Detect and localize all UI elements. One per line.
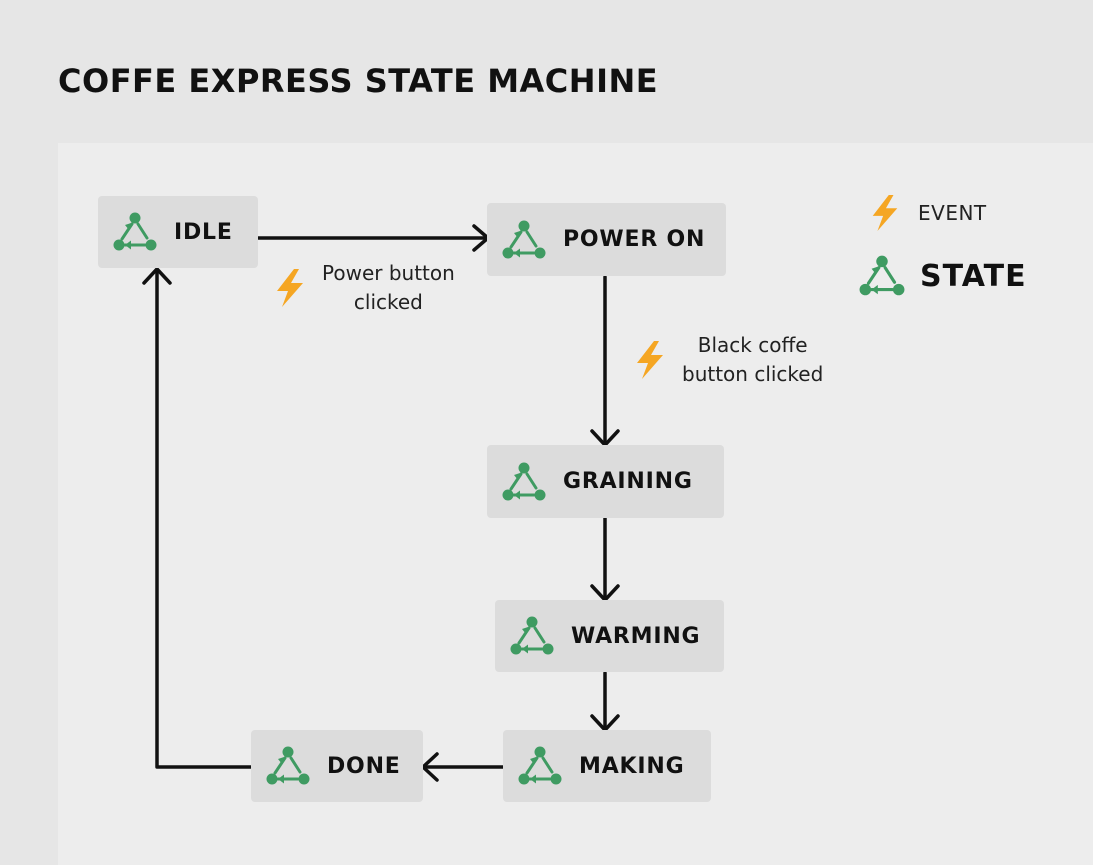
state-label: POWER ON — [563, 227, 706, 252]
arrow-warming-to-making — [590, 671, 620, 732]
state-label: IDLE — [174, 219, 233, 245]
arrow-done-to-idle — [142, 267, 253, 769]
arrow-idle-to-power-on — [256, 224, 490, 252]
legend-state: STATE — [858, 254, 1027, 298]
event-label: Power button clicked — [322, 261, 455, 314]
legend-event-label: EVENT — [918, 201, 987, 225]
state-label: MAKING — [579, 753, 685, 779]
event-black-coffe-button-clicked: Black coffe button clicked — [632, 331, 823, 389]
arrow-graining-to-warming — [590, 516, 620, 602]
state-power-on[interactable]: POWER ON — [487, 203, 726, 276]
state-done[interactable]: DONE — [251, 730, 423, 802]
state-making[interactable]: MAKING — [503, 730, 711, 802]
event-label: Black coffe button clicked — [682, 333, 824, 386]
state-icon — [509, 615, 555, 657]
page-title: COFFE EXPRESS STATE MACHINE — [58, 62, 659, 100]
state-idle[interactable]: IDLE — [98, 196, 258, 268]
state-icon — [265, 745, 311, 787]
legend-event: EVENT — [868, 194, 987, 232]
state-label: WARMING — [571, 623, 701, 649]
state-icon — [501, 461, 547, 503]
arrow-power-on-to-graining — [590, 275, 620, 447]
lightning-bolt-icon — [632, 340, 668, 380]
state-icon — [112, 211, 158, 253]
state-label: GRAINING — [563, 469, 693, 494]
arrow-making-to-done — [421, 752, 505, 782]
state-warming[interactable]: WARMING — [495, 600, 724, 672]
event-power-button-clicked: Power button clicked — [272, 259, 455, 317]
lightning-bolt-icon — [868, 194, 902, 232]
legend-state-label: STATE — [920, 258, 1027, 294]
state-icon — [517, 745, 563, 787]
state-label: DONE — [327, 753, 401, 779]
state-graining[interactable]: GRAINING — [487, 445, 724, 518]
lightning-bolt-icon — [272, 268, 308, 308]
state-icon — [501, 219, 547, 261]
state-icon — [858, 254, 906, 298]
